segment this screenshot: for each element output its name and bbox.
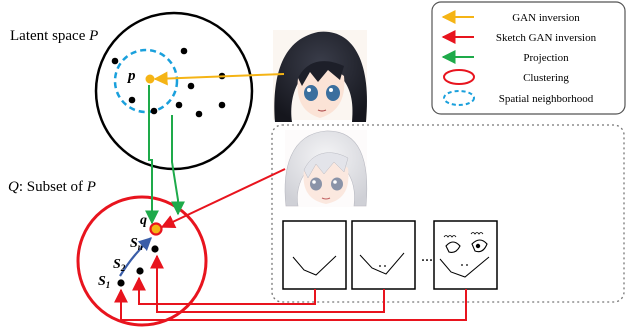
- sketch-left-eye: [445, 241, 461, 253]
- projection-arrow-p-to-q: [145, 85, 159, 225]
- latent-point: [187, 82, 195, 90]
- white-bangs: [303, 152, 349, 179]
- spatial-neighborhood-circle: [113, 48, 179, 114]
- point-sn-label: Sn: [130, 236, 143, 252]
- legend-label-spatial-neighborhood: Spatial neighborhood: [499, 93, 594, 105]
- latent-space-title-text: Latent space: [10, 28, 89, 44]
- latent-point: [180, 47, 188, 55]
- legend-clustering-ellipse-icon: [443, 69, 475, 85]
- latent-point: [218, 101, 226, 109]
- legend-label-sketch-inversion: Sketch GAN inversion: [496, 32, 597, 44]
- dark-right-eye: [326, 85, 340, 101]
- gan-inversion-arrow: [153, 71, 285, 86]
- sketch-dot: [379, 265, 381, 267]
- anime-face-white-image: [284, 130, 368, 207]
- dark-face-skin: [297, 68, 345, 118]
- white-left-eye: [310, 177, 322, 191]
- white-left-eye-shine: [312, 180, 316, 184]
- point-p-marker: [145, 74, 155, 84]
- sketch-inversion-arrow-sketch3: [114, 288, 467, 321]
- dark-mouth: [317, 109, 327, 112]
- sketch-group-frame: [271, 124, 625, 303]
- latent-point: [175, 101, 183, 109]
- sketch-box-3: [433, 220, 498, 290]
- point-p-label: p: [126, 68, 136, 84]
- latent-space-title: Latent space P: [10, 28, 98, 44]
- legend-label-projection: Projection: [523, 52, 569, 64]
- sn-sub: n: [138, 242, 143, 252]
- white-right-eye-shine: [333, 180, 337, 184]
- sketch-right-eye: [471, 239, 488, 253]
- anime-face-dark-image: [273, 30, 368, 122]
- dark-bangs: [298, 61, 344, 86]
- dark-left-eye-shine: [307, 88, 311, 92]
- legend-label-clustering: Clustering: [523, 72, 569, 84]
- sketch-box-3-frame: [433, 220, 498, 290]
- sketch-ellipsis: ...: [421, 248, 433, 265]
- sketch-inversion-arrow-face-to-q: [160, 168, 286, 228]
- latent-space-circle: [94, 11, 254, 171]
- order-arc-arrow: [119, 237, 152, 277]
- sn-base: S: [130, 236, 138, 251]
- clustering-circle: [76, 195, 208, 327]
- sketch-jawline-1: [292, 255, 337, 276]
- white-right-eye: [331, 177, 343, 191]
- subset-title: Q: Subset of P: [8, 179, 96, 195]
- sketch-dot: [461, 264, 463, 266]
- sketch-box-2: [351, 220, 416, 290]
- s1-sub: 1: [106, 280, 111, 290]
- sketch-inversion-arrow-sketch1: [132, 276, 316, 305]
- legend-label-gan-inversion: GAN inversion: [512, 12, 580, 24]
- sketch-dot: [466, 264, 468, 266]
- point-s1-label: S1: [98, 274, 110, 290]
- sketch-jawline-2: [359, 252, 405, 275]
- subset-title-text: : Subset of: [19, 179, 87, 195]
- sketch-inversion-arrow-sketch2: [150, 254, 385, 313]
- legend: GAN inversion Sketch GAN inversion Proje…: [431, 1, 626, 115]
- subset-var-q: Q: [8, 179, 19, 195]
- point-s2: [136, 267, 144, 275]
- sketch-lashes-left: [443, 235, 457, 238]
- dark-left-eye: [304, 85, 318, 101]
- subset-var-p: P: [86, 179, 96, 195]
- dark-right-eye-shine: [329, 88, 333, 92]
- point-q-label: q: [140, 213, 147, 228]
- latent-space-var: P: [88, 28, 98, 44]
- legend-neighborhood-dashed-ellipse-icon: [443, 90, 475, 106]
- sketch-box-1: [282, 220, 347, 290]
- sketch-box-2-frame: [351, 220, 416, 290]
- sketch-jawline-3: [439, 256, 490, 278]
- s2-base: S: [113, 257, 121, 272]
- point-sn: [151, 245, 159, 253]
- white-mouth: [321, 197, 331, 200]
- projection-arrow-to-subset: [171, 115, 185, 216]
- sketch-dot: [384, 265, 386, 267]
- latent-point: [150, 107, 158, 115]
- s2-sub: 2: [120, 263, 126, 273]
- point-s1: [117, 279, 125, 287]
- s1-base: S: [98, 274, 106, 289]
- point-s2-label: S2: [113, 257, 126, 273]
- sketch-box-1-frame: [282, 220, 347, 290]
- latent-point: [111, 57, 119, 65]
- latent-point: [128, 96, 136, 104]
- sketch-pupil: [475, 243, 481, 249]
- sketch-lashes-right: [470, 232, 484, 235]
- white-face-skin: [303, 160, 349, 204]
- point-q-marker: [149, 222, 163, 236]
- legend-frame: [431, 1, 626, 115]
- latent-point: [195, 110, 203, 118]
